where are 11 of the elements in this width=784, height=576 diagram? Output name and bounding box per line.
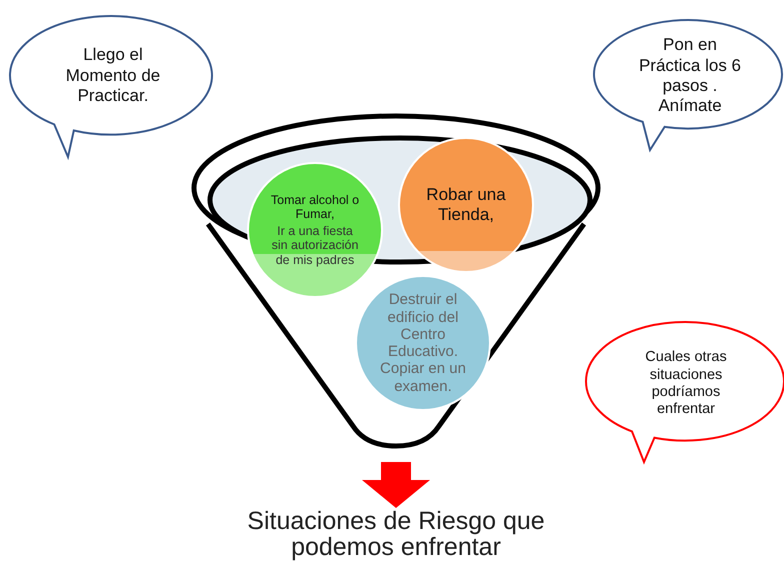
bubble-text: Pon en Práctica los 6 pasos . Anímate [638,35,742,117]
situation-text: Robar una Tienda, [425,185,507,225]
bubble-text: Llego el Momento de Practicar. [64,45,162,107]
situation-text: Ir a una fiesta sin autorización de mis padres [270,224,360,267]
bubble-text: Cuales otras situaciones podríamos enfrentar [644,349,728,419]
situation-text: Tomar alcohol o Fumar, [270,193,360,222]
speech-bubble [584,320,784,466]
speech-bubble [592,18,784,152]
caption-text: Situaciones de Riesgo que podemos enfrentar [231,508,561,560]
situation-text: Destruir el edificio del Centro Educativo. Copiar en un examen. [379,291,467,395]
speech-bubble [8,14,214,160]
